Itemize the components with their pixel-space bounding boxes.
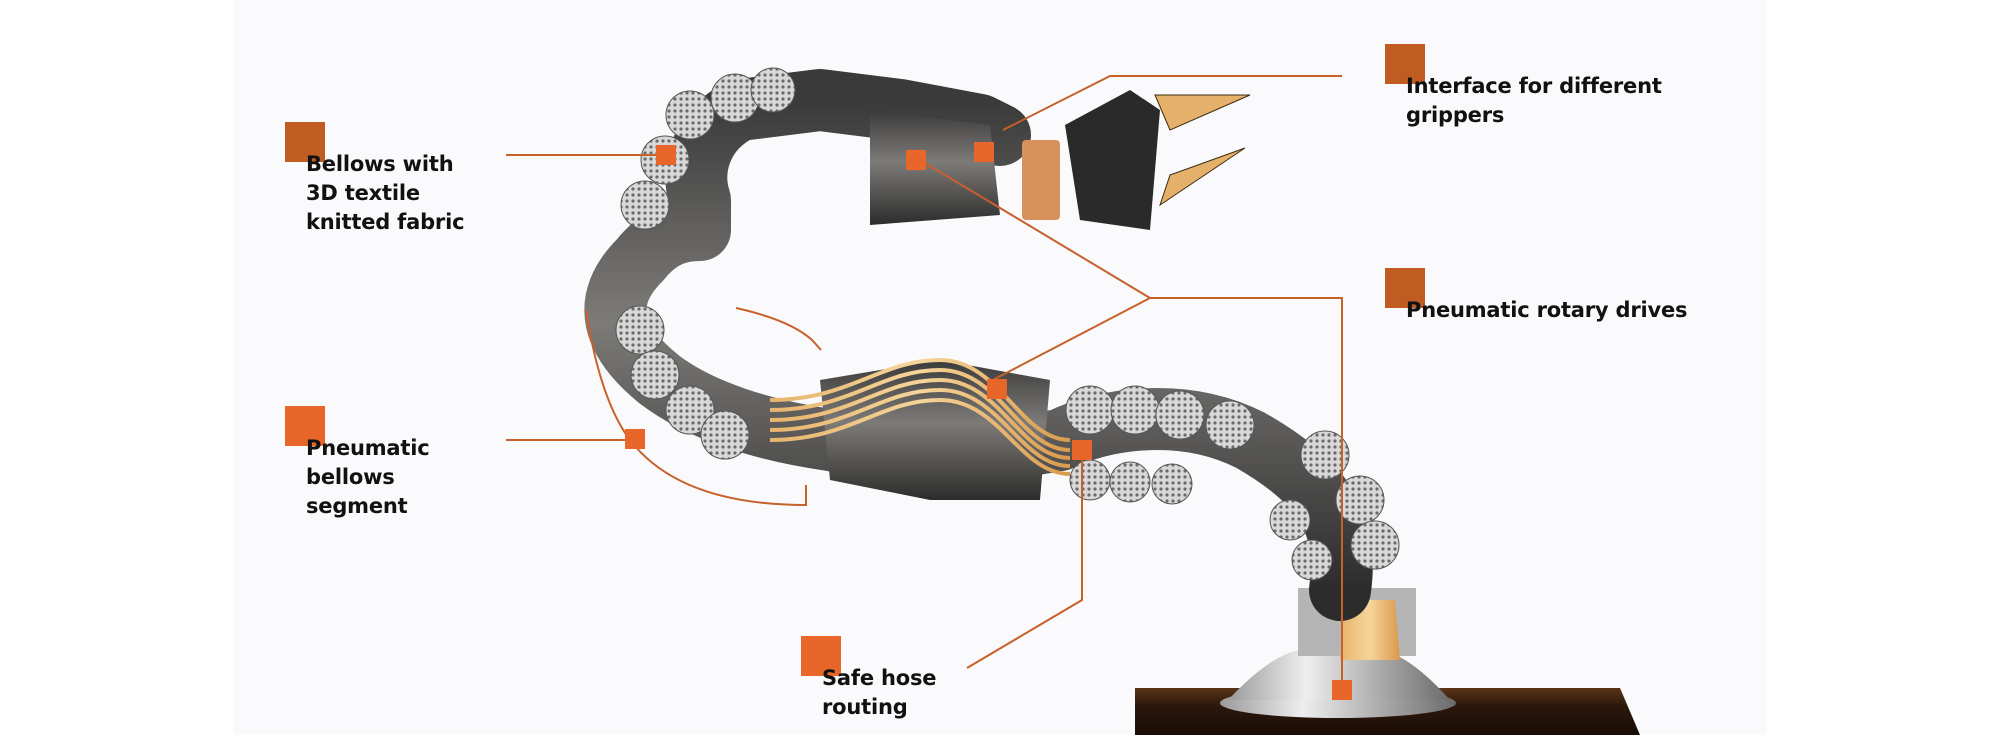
label-text: Bellows with 3D textile knitted fabric xyxy=(306,152,465,234)
base-pedestal xyxy=(1135,588,1640,735)
label-square xyxy=(1385,44,1425,84)
marker-gripper-interface xyxy=(974,142,994,162)
marker-rotary-drive-upper xyxy=(906,150,926,170)
label-rotary-drives: Pneumatic rotary drives xyxy=(1385,268,1688,325)
label-bellows-fabric: Bellows with 3D textile knitted fabric xyxy=(285,122,465,237)
label-text: Interface for different grippers xyxy=(1406,74,1662,127)
label-gripper-interface: Interface for different grippers xyxy=(1385,44,1662,130)
label-text: Pneumatic rotary drives xyxy=(1406,298,1688,322)
label-hose-routing: Safe hose routing xyxy=(801,636,937,722)
callout-markers xyxy=(625,142,1352,700)
marker-base xyxy=(1332,680,1352,700)
label-text: Pneumatic bellows segment xyxy=(306,436,430,518)
label-text: Safe hose routing xyxy=(822,666,937,719)
marker-bellows-fabric xyxy=(656,145,676,165)
marker-bellows-segment xyxy=(625,429,645,449)
label-square xyxy=(285,406,325,446)
marker-rotary-drive-lower xyxy=(987,379,1007,399)
leader-lines xyxy=(506,75,1343,688)
label-square xyxy=(801,636,841,676)
label-bellows-segment: Pneumatic bellows segment xyxy=(285,406,430,521)
label-square xyxy=(285,122,325,162)
marker-hose-routing xyxy=(1072,440,1092,460)
label-square xyxy=(1385,268,1425,308)
arm-body xyxy=(584,67,1400,621)
